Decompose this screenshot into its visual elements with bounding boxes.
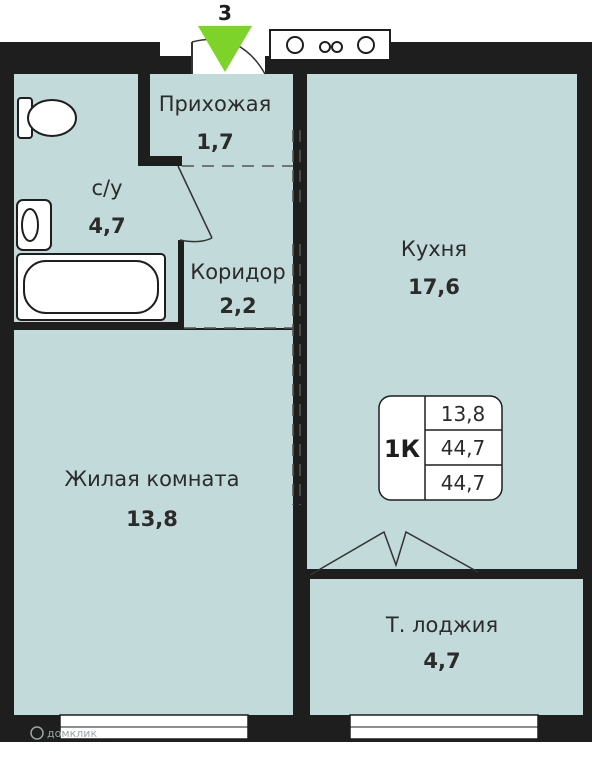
summary-type: 1К: [384, 435, 421, 463]
wall-bath-living: [14, 322, 184, 330]
corridor-door-icon[interactable]: [177, 165, 213, 243]
wall-bottom-left-end: [0, 715, 60, 742]
bathroom-label: с/у: [91, 176, 122, 200]
loggia-area: 4,7: [423, 649, 460, 673]
hall-label: Прихожая: [159, 92, 271, 116]
notch-left: [160, 42, 192, 56]
summary-total-area-2: 44,7: [441, 471, 486, 495]
wall-bottom-right-end: [538, 715, 592, 742]
stove-icon: [269, 29, 391, 61]
wall-center-low: [293, 505, 307, 715]
sink-icon: [16, 199, 52, 251]
kitchen-area: 17,6: [408, 275, 460, 299]
floor-corridor: [180, 166, 293, 328]
bathtub-icon: [16, 253, 166, 321]
bathroom-area: 4,7: [88, 214, 125, 238]
toilet-icon: [17, 97, 77, 139]
living-label: Жилая комната: [65, 467, 240, 491]
floor-loggia: [310, 579, 583, 715]
loggia-door-icon[interactable]: [309, 530, 479, 576]
wall-center-mid: [293, 208, 307, 244]
loggia-label: Т. лоджия: [385, 613, 498, 637]
wall-loggia-top: [478, 569, 584, 579]
hall-area: 1,7: [196, 130, 233, 154]
watermark-logo-icon: [30, 726, 44, 740]
wall-loggia-side: [583, 569, 592, 715]
summary-total-area: 44,7: [441, 436, 486, 460]
living-area: 13,8: [126, 507, 178, 531]
summary-box: 1К 13,8 44,7 44,7: [378, 395, 503, 501]
wall-hall-bottom: [138, 156, 182, 166]
corridor-label: Коридор: [190, 260, 285, 284]
summary-living-area: 13,8: [441, 402, 486, 426]
wall-bath-hall: [138, 74, 150, 166]
wall-bath-corridor: [178, 240, 184, 326]
entrance-number: 3: [218, 1, 232, 25]
wall-center-top: [293, 74, 307, 130]
corridor-area: 2,2: [219, 294, 256, 318]
floor-hall: [150, 74, 293, 166]
zone-dashes: [182, 130, 301, 505]
watermark: домклик: [30, 726, 97, 740]
kitchen-label: Кухня: [401, 237, 467, 261]
watermark-text: домклик: [47, 727, 97, 740]
floor-living: [14, 330, 293, 715]
entry-marker-icon: [198, 26, 252, 72]
